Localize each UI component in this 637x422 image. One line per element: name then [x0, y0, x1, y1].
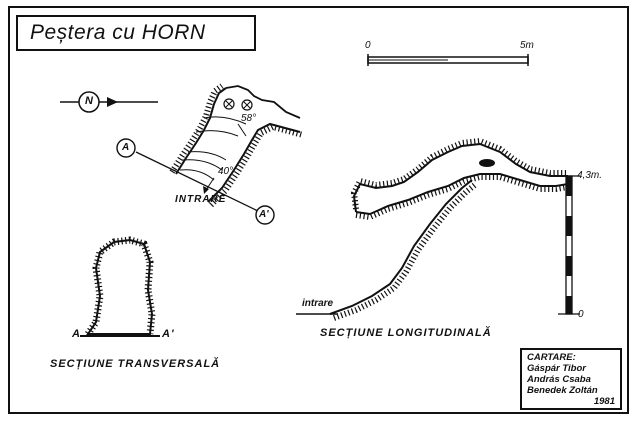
cross-left-label: A	[72, 328, 81, 340]
credits-year: 1981	[593, 396, 615, 407]
title-box: Peștera cu HORN	[16, 15, 256, 51]
plan-section-a-label: A	[122, 142, 130, 153]
map-frame	[8, 6, 629, 414]
page-title: Peștera cu HORN	[30, 21, 206, 44]
cross-right-label: A'	[162, 328, 175, 340]
cross-section-profile	[80, 236, 160, 337]
slope-58-label: 58°	[241, 113, 257, 124]
north-arrow	[60, 91, 158, 113]
plan-view	[116, 83, 304, 225]
plan-section-a-prime-label: A'	[259, 209, 269, 220]
slope-40-label: 40°	[218, 166, 234, 177]
scale-bar	[367, 54, 529, 66]
credit-author: András Csaba	[527, 374, 591, 385]
credits-heading: CARTARE:	[527, 352, 576, 363]
longitudinal-section-profile	[296, 137, 580, 321]
scale-end-label: 5m	[520, 40, 534, 51]
north-label: N	[85, 95, 93, 107]
height-label: 4,3m.	[577, 170, 603, 181]
section-marker-a	[116, 138, 136, 158]
section-marker-a-prime	[255, 205, 275, 225]
long-entrance-label: intrare	[302, 298, 334, 309]
scale-start-label: 0	[365, 40, 371, 51]
credits-box: CARTARE: Gáspár Tibor András Csaba Bened…	[520, 348, 622, 410]
credit-author: Benedek Zoltán	[527, 385, 598, 396]
zero-label: 0	[578, 309, 584, 320]
long-section-caption: SECȚIUNE LONGITUDINALĂ	[320, 327, 492, 339]
credit-author: Gáspár Tibor	[527, 363, 586, 374]
cross-section-caption: SECȚIUNE TRANSVERSALĂ	[50, 358, 221, 370]
plan-entrance-label: INTRARE	[175, 194, 227, 205]
